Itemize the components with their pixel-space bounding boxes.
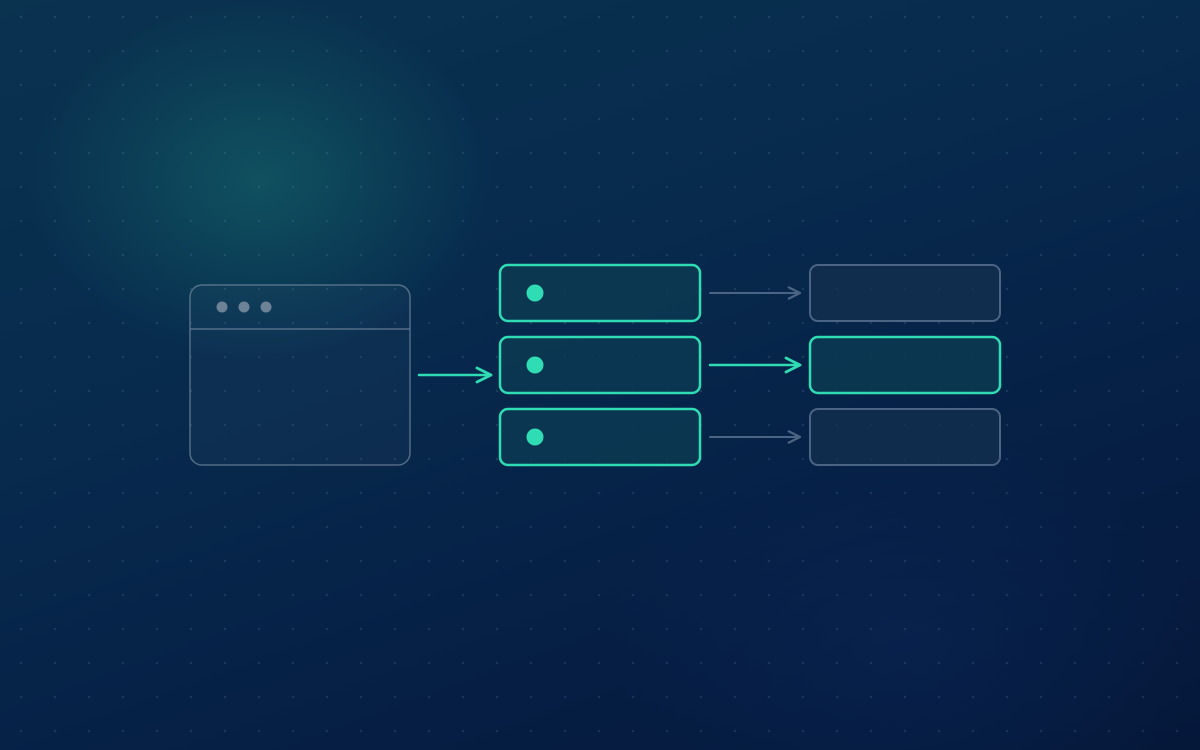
queue-item xyxy=(498,407,702,467)
queue-item xyxy=(498,263,702,323)
status-dot-icon xyxy=(526,428,544,446)
queue-item xyxy=(498,335,702,395)
status-dot-icon xyxy=(526,284,544,302)
status-dot-icon xyxy=(526,356,544,374)
queue-item-box xyxy=(498,407,702,467)
browser-window-frame xyxy=(189,284,411,466)
target-box xyxy=(809,408,1001,466)
queue-item-box xyxy=(498,263,702,323)
window-control-dot xyxy=(260,301,272,313)
target-box-active xyxy=(808,335,1002,395)
queue-item-box xyxy=(498,335,702,395)
browser-window-icon xyxy=(189,284,411,466)
window-control-dot xyxy=(216,301,228,313)
target-box xyxy=(809,264,1001,322)
window-control-dot xyxy=(238,301,250,313)
